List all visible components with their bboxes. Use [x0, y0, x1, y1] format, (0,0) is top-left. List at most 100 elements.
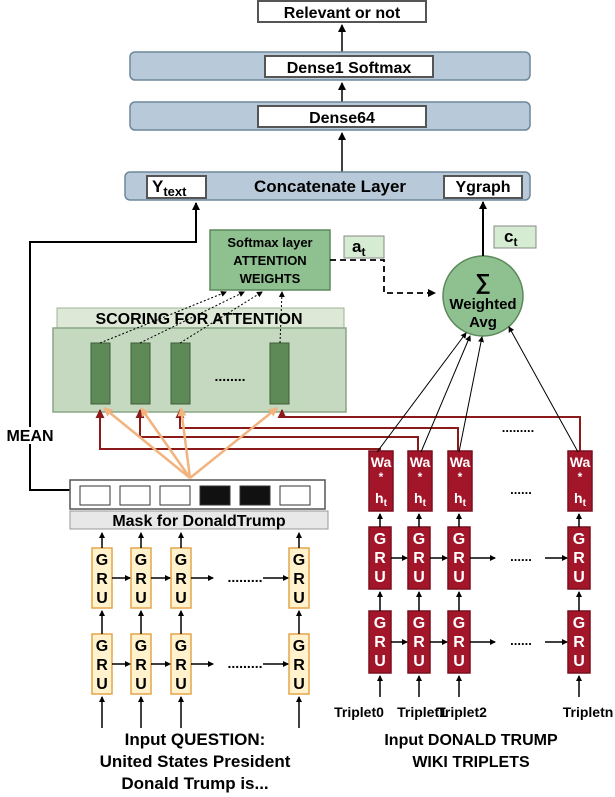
- dense64-label: Dense64: [309, 110, 375, 127]
- red-dots-top: .........: [502, 420, 535, 435]
- gru-letter: R: [413, 634, 425, 651]
- ygraph-label: Ygraph: [455, 179, 510, 196]
- gru-letter: U: [135, 590, 147, 607]
- gru-cell: GRU: [407, 526, 431, 590]
- gru-letter: U: [453, 653, 465, 670]
- gru-letter: U: [453, 569, 465, 586]
- ytext-label: Ytext: [152, 177, 187, 199]
- gru-letter: R: [374, 634, 386, 651]
- red-connectors: [95, 409, 581, 451]
- gru-cell: GRU: [288, 547, 310, 609]
- gru-letter: G: [96, 552, 108, 569]
- mask-cell: [159, 485, 191, 506]
- gru-letter: G: [374, 615, 386, 632]
- output-box: Relevant or not: [257, 0, 427, 23]
- gru-cell: GRU: [567, 526, 591, 590]
- scoring-title: SCORING FOR ATTENTION: [95, 311, 302, 328]
- gru-letter: G: [573, 615, 585, 632]
- gru-letter: G: [453, 531, 465, 548]
- weighted-line1: Weighted: [449, 296, 516, 313]
- output-label: Relevant or not: [284, 5, 401, 22]
- mask-cell: [279, 485, 311, 506]
- gru-letter: R: [175, 657, 187, 674]
- gru-cell: GRU: [368, 526, 392, 590]
- svg-text:ht: ht: [375, 490, 388, 509]
- wa-dots: ......: [510, 482, 532, 497]
- gru-cell: GRU: [170, 633, 192, 695]
- gru-letter: R: [96, 571, 108, 588]
- gru-letter: U: [573, 569, 585, 586]
- gru-letter: R: [374, 550, 386, 567]
- svg-text:ht: ht: [454, 490, 467, 509]
- wa-box: Wa*ht: [368, 450, 394, 512]
- gru-letter: U: [573, 653, 585, 670]
- gru-letter: G: [293, 552, 305, 569]
- mean-label: MEAN: [6, 428, 53, 445]
- svg-text:Wa: Wa: [570, 454, 591, 470]
- gru-dots: ......: [510, 633, 532, 648]
- arrow-attention-to-weighted: [330, 259, 436, 297]
- gru-cell: GRU: [407, 610, 431, 674]
- gru-letter: R: [175, 571, 187, 588]
- gru-letter: R: [453, 634, 465, 651]
- gru-cell: GRU: [170, 547, 192, 609]
- gru-letter: U: [413, 569, 425, 586]
- wa-box: Wa*ht: [407, 450, 433, 512]
- gru-cell: GRU: [130, 547, 152, 609]
- triplet-label: Triplet0: [334, 704, 384, 720]
- mask-cell: [79, 485, 111, 506]
- svg-text:ht: ht: [414, 490, 427, 509]
- gru-letter: U: [413, 653, 425, 670]
- svg-text:Wa: Wa: [450, 454, 471, 470]
- mask-row: Mask for DonaldTrump: [69, 479, 329, 530]
- svg-text:*: *: [418, 470, 423, 484]
- weighted-line2: Avg: [469, 314, 497, 331]
- gru-letter: U: [135, 676, 147, 693]
- scoring-block: SCORING FOR ATTENTION ........: [52, 307, 347, 413]
- mean-path-arrow: [29, 202, 200, 491]
- triplet-gru-grid: GRUGRUGRUGRU......GRUGRUGRUGRU......Wa*h…: [334, 450, 613, 720]
- gru-letter: G: [413, 615, 425, 632]
- wiki-caption: Input DONALD TRUMP WIKI TRIPLETS: [384, 732, 558, 771]
- gru-letter: G: [96, 638, 108, 655]
- mask-cell: [199, 485, 231, 506]
- wa-box: Wa* ht: [567, 450, 593, 512]
- score-cell: [130, 342, 151, 405]
- gru-letter: R: [573, 634, 585, 651]
- svg-text:ht: ht: [574, 490, 587, 509]
- svg-text:*: *: [578, 470, 583, 484]
- at-label: at: [352, 237, 365, 259]
- gru-letter: R: [135, 571, 147, 588]
- gru-letter: R: [293, 657, 305, 674]
- gru-letter: G: [175, 552, 187, 569]
- gru-letter: G: [175, 638, 187, 655]
- at-label-box: at: [343, 235, 385, 259]
- question-line2: United States President: [100, 752, 291, 771]
- dense1-label: Dense1 Softmax: [287, 60, 412, 77]
- gru-dots: .........: [227, 655, 262, 671]
- weighted-avg-node: ∑ Weighted Avg: [442, 255, 524, 337]
- wa-box: Wa*ht: [447, 450, 473, 512]
- ct-label: ct: [504, 227, 517, 249]
- gru-letter: R: [293, 571, 305, 588]
- gru-cell: GRU: [447, 526, 471, 590]
- wa-to-weighted-arrows: [376, 326, 579, 453]
- dense1-layer: Dense1 Softmax: [129, 51, 531, 81]
- gru-cell: GRU: [567, 610, 591, 674]
- svg-text:Wa: Wa: [371, 454, 392, 470]
- gru-letter: U: [374, 653, 386, 670]
- score-cell: [170, 342, 191, 405]
- mask-to-score-arrows: [103, 407, 278, 479]
- gru-letter: R: [573, 550, 585, 567]
- softmax-line2: ATTENTION: [233, 253, 306, 268]
- gru-letter: G: [293, 638, 305, 655]
- score-cell: [269, 342, 290, 405]
- question-gru-grid: GRUGRUGRUGRU.........GRUGRUGRUGRU.......…: [91, 532, 310, 728]
- gru-cell: GRU: [447, 610, 471, 674]
- gru-letter: G: [374, 531, 386, 548]
- gru-letter: R: [453, 550, 465, 567]
- concatenate-layer: Ytext Concatenate Layer Ygraph: [124, 171, 531, 201]
- gru-letter: U: [374, 569, 386, 586]
- gru-letter: U: [96, 676, 108, 693]
- triplet-label: Triplet1: [397, 704, 447, 720]
